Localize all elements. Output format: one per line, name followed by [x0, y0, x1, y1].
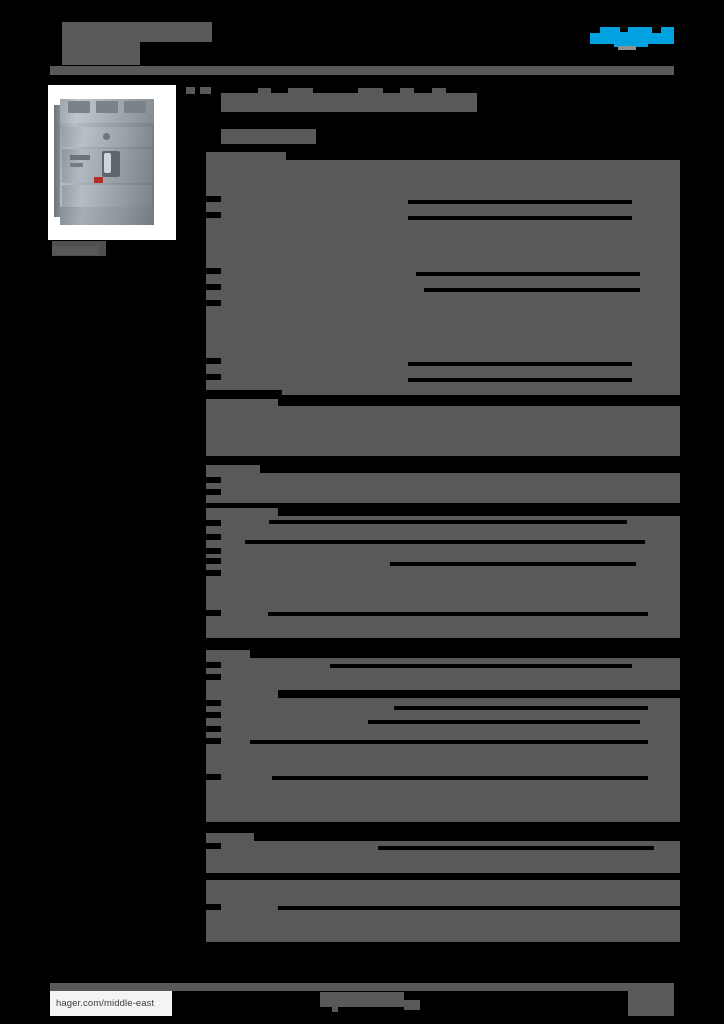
hager-logo — [590, 27, 674, 50]
section-1-indent-gap — [206, 390, 282, 398]
section-7-notch-1 — [202, 843, 221, 849]
footer-center-tick-redacted — [332, 1006, 338, 1012]
hager-logo-notch-c — [652, 27, 661, 33]
section-7-notch-2 — [202, 904, 221, 910]
section-1-notch-1 — [202, 196, 221, 202]
section-1-notch-3 — [202, 268, 221, 274]
section-4-heading-redacted — [206, 508, 278, 519]
breaker-base — [60, 207, 154, 225]
section-4-notch-5 — [202, 570, 221, 576]
page-title-redacted — [221, 93, 477, 112]
section-1-row-rule-4 — [424, 288, 640, 292]
section-6-row-rule-2 — [368, 720, 640, 724]
section-5-row-rule-1 — [330, 664, 632, 668]
hager-logo-notch-a — [590, 27, 600, 33]
section-2-heading-redacted — [206, 399, 278, 410]
section-6-notch-5 — [202, 774, 221, 780]
header-title-ascender-7 — [200, 87, 211, 94]
section-1-notch-7 — [202, 374, 221, 380]
footer-url[interactable]: hager.com/middle-east — [50, 991, 172, 1016]
section-1-notch-2 — [202, 212, 221, 218]
section-5-table-redacted — [206, 658, 680, 690]
section-3-notch-1 — [202, 477, 221, 483]
section-1-notch-4 — [202, 284, 221, 290]
section-6-row-rule-3 — [250, 740, 648, 744]
footer-divider-rule — [50, 983, 674, 991]
section-6-notch-4 — [202, 738, 221, 744]
breaker-trip-indicator — [94, 177, 103, 183]
section-6-notch-1 — [202, 700, 221, 706]
section-1-row-rule-6 — [408, 378, 632, 382]
section-2-table-redacted — [206, 406, 680, 456]
section-7-row-rule-1 — [378, 846, 654, 850]
section-7-heading-redacted — [206, 833, 254, 844]
section-7-continuation-redacted — [206, 880, 680, 942]
section-6-row-rule-1 — [394, 706, 648, 710]
section-4-notch-1 — [202, 520, 221, 526]
breaker-terminal-2 — [96, 101, 118, 113]
hager-logo-shadow — [618, 46, 636, 50]
section-4-notch-3 — [202, 548, 221, 554]
section-6-notch-2 — [202, 712, 221, 718]
page-subtitle-redacted — [221, 129, 316, 144]
page-title-ascender-1 — [258, 88, 271, 94]
section-1-row-rule-1 — [408, 200, 632, 204]
breaker-sealing-screw — [103, 133, 110, 140]
hager-logo-swoosh — [614, 42, 648, 47]
section-5-notch-1 — [202, 662, 221, 668]
breaker-rating-mark — [70, 163, 83, 167]
header-divider-rule — [50, 66, 674, 75]
section-5-notch-2 — [202, 674, 221, 680]
hager-logo-notch-b — [620, 27, 628, 32]
section-4-notch-6 — [202, 610, 221, 616]
section-4-table-redacted — [206, 516, 680, 638]
product-image — [48, 85, 176, 240]
footer-center-redacted — [320, 992, 404, 1007]
section-6-row-rule-4 — [272, 776, 648, 780]
section-1-table-redacted — [206, 160, 680, 395]
page-title-ascender-2 — [288, 88, 313, 94]
section-7-row-rule-2 — [278, 906, 680, 910]
page-header — [0, 0, 724, 94]
header-title-redacted — [62, 22, 212, 42]
section-5-heading-redacted — [206, 650, 250, 661]
breaker-lower-band — [62, 185, 152, 207]
page-title-ascender-4 — [400, 88, 414, 94]
breaker-terminal-1 — [68, 101, 90, 113]
breaker-side-rail — [54, 105, 62, 217]
section-4-row-rule-1 — [269, 520, 627, 524]
section-3-heading-redacted — [206, 465, 260, 476]
section-6-notch-3 — [202, 726, 221, 732]
section-3-table-redacted — [206, 473, 680, 503]
footer-url-text: hager.com/middle-east — [56, 998, 155, 1009]
page-title-ascender-3 — [358, 88, 383, 94]
breaker-terminal-3 — [124, 101, 146, 113]
section-4-row-rule-2 — [245, 540, 645, 544]
section-4-notch-4 — [202, 558, 221, 564]
section-1-row-rule-3 — [416, 272, 640, 276]
section-4-notch-2 — [202, 534, 221, 540]
section-4-row-rule-4 — [268, 612, 648, 616]
breaker-brand-mark — [70, 155, 90, 160]
section-1-notch-6 — [202, 358, 221, 364]
header-title-ascender-6 — [186, 87, 195, 94]
section-1-notch-5 — [202, 300, 221, 306]
page-title-ascender-5 — [432, 88, 446, 94]
header-subtitle-redacted — [62, 42, 140, 65]
section-3-notch-2 — [202, 489, 221, 495]
section-6-table-redacted — [206, 698, 680, 822]
product-caption-line2-redacted — [52, 246, 98, 255]
section-4-row-rule-3 — [390, 562, 636, 566]
footer-right-redacted — [628, 990, 674, 1016]
breaker-toggle-highlight — [104, 153, 111, 173]
section-6-heading-redacted — [206, 690, 278, 701]
section-1-row-rule-2 — [408, 216, 632, 220]
section-1-heading-redacted — [206, 152, 286, 163]
footer-center-subline-redacted — [404, 1000, 420, 1010]
section-1-row-rule-5 — [408, 362, 632, 366]
